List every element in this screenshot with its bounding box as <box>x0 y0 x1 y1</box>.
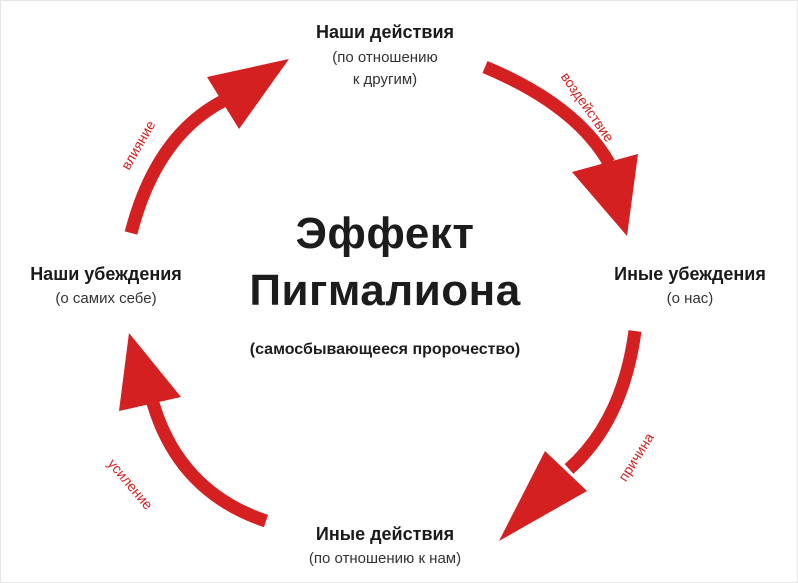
node-others-actions: Иные действия (по отношению к нам) <box>286 523 484 570</box>
node-others-beliefs-title: Иные убеждения <box>614 264 766 284</box>
arrow-left-to-top <box>124 59 289 235</box>
node-others-beliefs: Иные убеждения (о нас) <box>597 263 783 310</box>
node-our-actions-title: Наши действия <box>315 22 455 42</box>
diagram-subtitle: (самосбывающееся пророчество) <box>249 341 521 358</box>
node-our-actions-sub-line1: (по отношению <box>332 49 438 66</box>
node-our-beliefs: Наши убеждения (о самих себе) <box>13 263 199 310</box>
node-others-beliefs-sub: (о нас) <box>666 290 714 307</box>
node-our-actions-sub-line2: к другим) <box>352 71 418 88</box>
diagram-title-line1: Эффект <box>295 209 475 258</box>
node-our-beliefs-title: Наши убеждения <box>30 264 182 284</box>
node-others-actions-sub: (по отношению к нам) <box>308 550 462 567</box>
node-others-actions-title: Иные действия <box>315 524 455 544</box>
arrow-bottom-to-left <box>119 333 269 528</box>
arrow-right-to-bottom <box>499 330 642 541</box>
arrow-top-to-right <box>482 61 638 236</box>
diagram-title-line2: Пигмалиона <box>249 266 521 315</box>
node-our-actions: Наши действия (по отношению к другим) <box>286 21 484 91</box>
node-our-beliefs-sub: (о самих себе) <box>55 290 157 307</box>
